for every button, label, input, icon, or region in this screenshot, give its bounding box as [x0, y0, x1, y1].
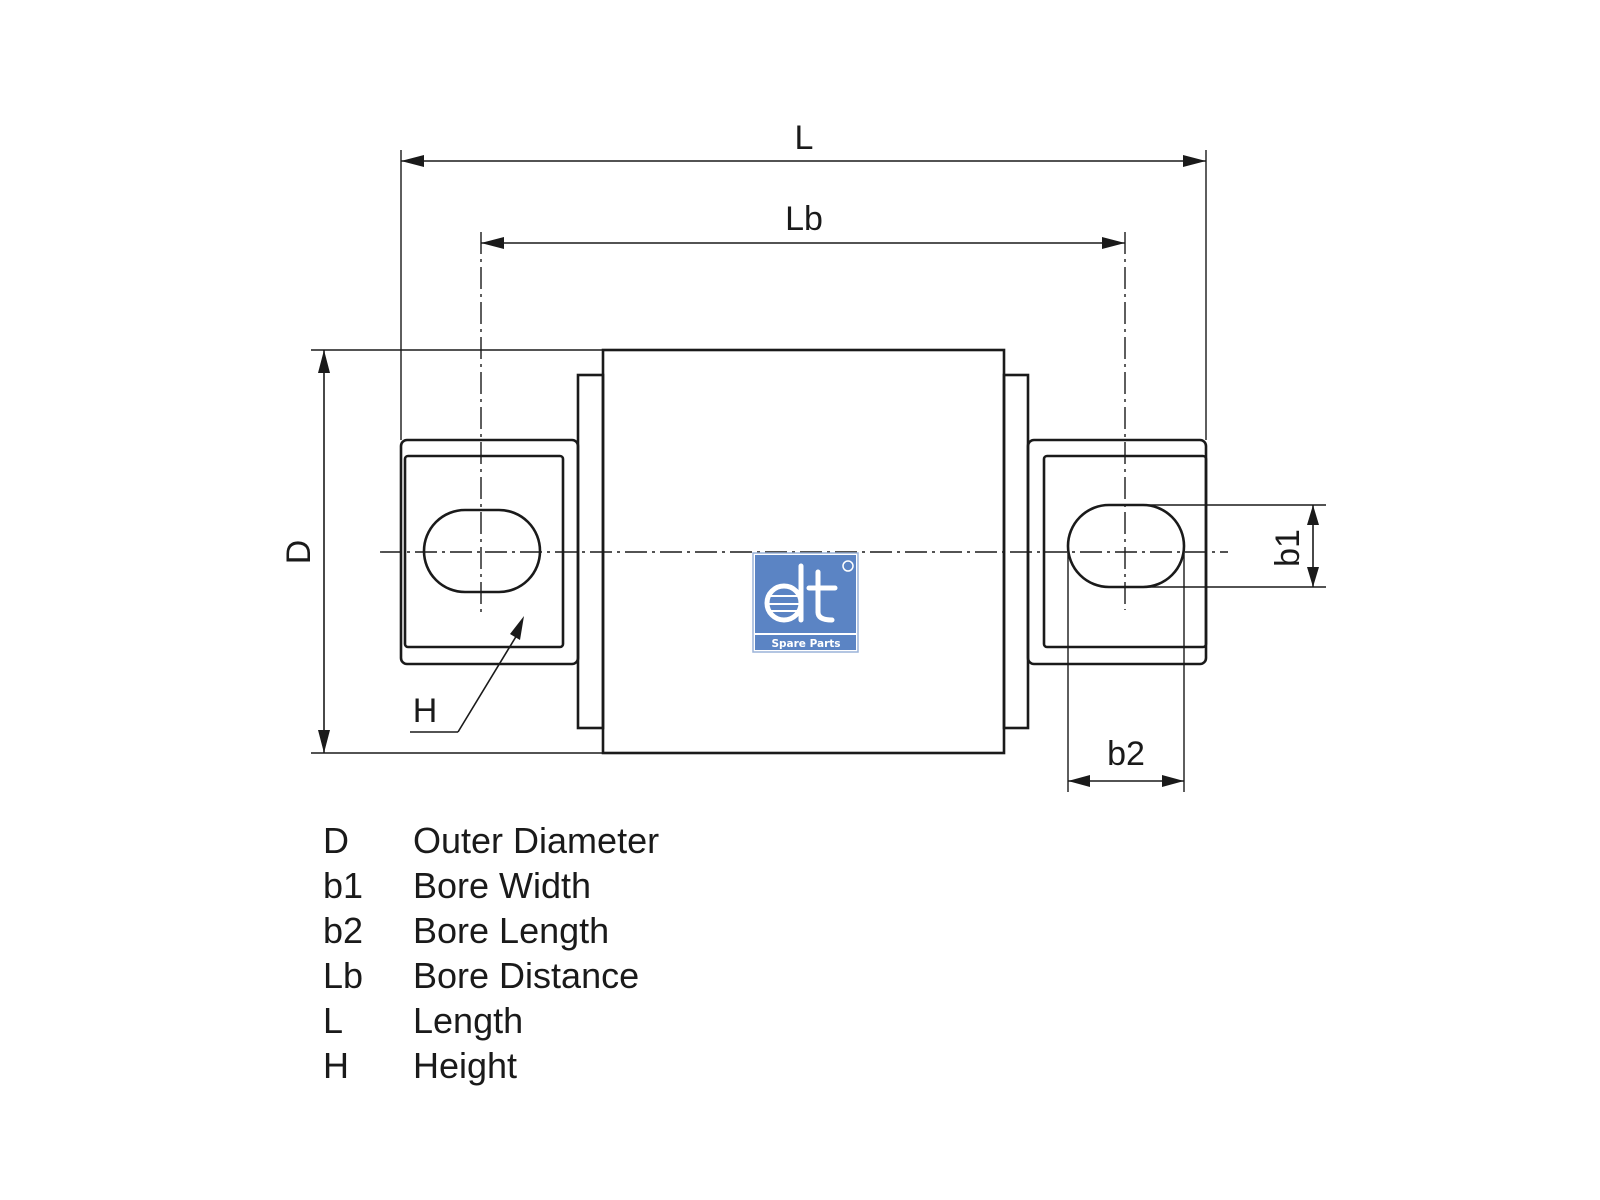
- dimension-lb: Lb: [481, 200, 1125, 249]
- brand-logo: Spare Parts: [752, 552, 859, 653]
- center-lines: [380, 232, 1228, 616]
- dimension-label-b1: b1: [1269, 529, 1307, 567]
- legend-description: Bore Width: [413, 864, 592, 906]
- legend-symbol: Lb: [323, 954, 364, 996]
- dimension-label-lb: Lb: [785, 200, 823, 238]
- legend-description: Outer Diameter: [413, 819, 660, 861]
- legend-symbol: H: [323, 1044, 349, 1086]
- legend-description: Bore Length: [413, 909, 610, 951]
- dimension-l: L: [400, 119, 1207, 440]
- dimension-label-d: D: [280, 540, 318, 565]
- dimension-d: D: [280, 349, 603, 754]
- legend-row: Lb Bore Distance: [323, 953, 923, 998]
- legend-description: Bore Distance: [413, 954, 640, 996]
- legend-symbol: D: [323, 819, 349, 861]
- legend-row: L Length: [323, 998, 923, 1043]
- legend-symbol: L: [323, 999, 344, 1041]
- legend-symbol: b1: [323, 864, 364, 906]
- dimension-label-l: L: [795, 119, 814, 157]
- dimension-label-b2: b2: [1107, 735, 1145, 773]
- dimension-label-h: H: [413, 692, 438, 730]
- legend-row: b1 Bore Width: [323, 863, 923, 908]
- dimension-b1: b1: [1125, 504, 1326, 588]
- legend-description: Height: [413, 1044, 518, 1086]
- legend-description: Length: [413, 999, 524, 1041]
- left-bore-slot: [422, 508, 542, 594]
- right-bore-slot: [1066, 503, 1186, 589]
- registered-mark-icon: [842, 560, 854, 572]
- dimension-h: H: [410, 616, 524, 733]
- logo-mark-icon: [764, 563, 838, 623]
- legend-row: H Height: [323, 1043, 923, 1088]
- legend-row: D Outer Diameter: [323, 818, 923, 863]
- logo-caption: Spare Parts: [771, 638, 840, 650]
- legend: D Outer Diameter b1 Bore Width b2 Bore L…: [323, 818, 923, 1088]
- legend-row: b2 Bore Length: [323, 908, 923, 953]
- legend-symbol: b2: [323, 909, 364, 951]
- dimension-b2: b2: [1067, 546, 1185, 792]
